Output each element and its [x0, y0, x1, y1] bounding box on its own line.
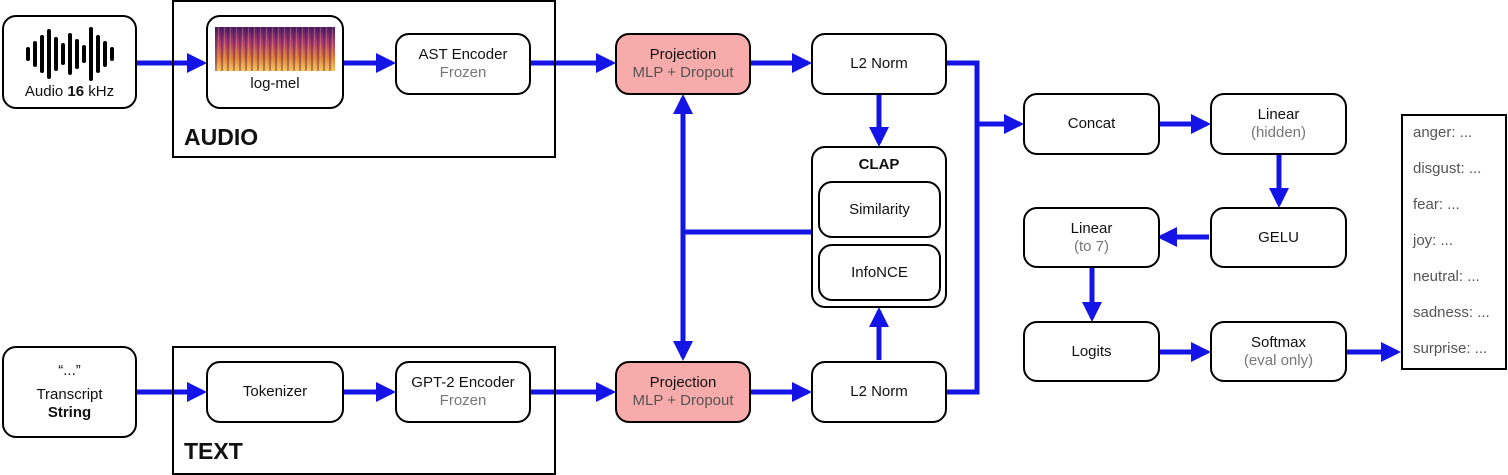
audio-group-label: AUDIO: [184, 124, 259, 150]
spectrogram-image: [215, 27, 335, 71]
similarity-label: Similarity: [849, 200, 910, 218]
text-input-node: “...” Transcript String: [2, 346, 137, 438]
waveform-icon: [25, 27, 114, 81]
output-item-disgust: disgust: ...: [1413, 160, 1482, 177]
output-item-neutral: neutral: ...: [1413, 268, 1480, 285]
ast-encoder-title: AST Encoder: [418, 46, 508, 63]
l2norm-audio-label: L2 Norm: [850, 55, 908, 72]
output-item-fear: fear: ...: [1413, 196, 1460, 213]
logmel-node: log-mel: [206, 15, 344, 109]
text-group-label: TEXT: [184, 438, 243, 464]
audio-input-label: Audio 16 kHz: [24, 83, 115, 100]
similarity-node: Similarity: [818, 181, 941, 238]
audio-input-node: Audio 16 kHz: [2, 15, 137, 109]
logits-label: Logits: [1071, 342, 1112, 360]
output-item-sadness: sadness: ...: [1413, 304, 1490, 321]
linear-out-sub: (to 7): [1073, 237, 1109, 255]
output-item-surprise: surprise: ...: [1413, 340, 1488, 357]
ast-encoder-sub: Frozen: [439, 64, 487, 81]
projection-audio-title: Projection: [649, 46, 717, 63]
text-input-line1: Transcript: [36, 386, 103, 403]
wire-l2norm-text-to-concat: [947, 124, 980, 395]
gpt2-encoder-sub: Frozen: [439, 392, 487, 409]
infonce-label: InfoNCE: [851, 263, 908, 281]
linear-out-title: Linear: [1070, 219, 1113, 237]
l2norm-audio-node: L2 Norm: [811, 33, 947, 95]
softmax-node: Softmax (eval only): [1210, 321, 1347, 382]
tokenizer-label: Tokenizer: [242, 383, 308, 400]
linear-hidden-sub: (hidden): [1250, 124, 1307, 141]
ast-encoder-node: AST Encoder Frozen: [395, 33, 531, 95]
concat-node: Concat: [1023, 93, 1160, 155]
wire-l2norm-audio-to-concat: [947, 60, 980, 124]
text-input-quote: “...”: [58, 362, 81, 379]
gelu-label: GELU: [1258, 228, 1299, 246]
softmax-title: Softmax: [1250, 333, 1307, 351]
projection-audio-node: Projection MLP + Dropout: [615, 33, 751, 95]
text-input-line2: String: [47, 404, 92, 421]
gelu-node: GELU: [1210, 207, 1347, 268]
projection-text-title: Projection: [649, 374, 717, 391]
output-list: anger: ... disgust: ... fear: ... joy: .…: [1401, 114, 1507, 370]
linear-hidden-title: Linear: [1257, 106, 1300, 123]
gpt2-encoder-title: GPT-2 Encoder: [411, 374, 515, 391]
audio-group-frame: [172, 0, 556, 158]
l2norm-text-node: L2 Norm: [811, 361, 947, 423]
linear-hidden-node: Linear (hidden): [1210, 93, 1347, 155]
linear-out-node: Linear (to 7): [1023, 207, 1160, 268]
l2norm-text-label: L2 Norm: [850, 383, 908, 400]
projection-audio-sub: MLP + Dropout: [632, 64, 734, 81]
concat-label: Concat: [1067, 115, 1116, 132]
text-group-frame: [172, 346, 556, 475]
output-item-joy: joy: ...: [1413, 232, 1454, 249]
logits-node: Logits: [1023, 321, 1160, 382]
clap-title: CLAP: [858, 156, 900, 173]
gpt2-encoder-node: GPT-2 Encoder Frozen: [395, 361, 531, 423]
output-item-anger: anger: ...: [1413, 124, 1473, 141]
softmax-sub: (eval only): [1243, 351, 1314, 369]
projection-text-node: Projection MLP + Dropout: [615, 361, 751, 423]
logmel-label: log-mel: [250, 75, 300, 92]
tokenizer-node: Tokenizer: [206, 361, 344, 423]
projection-text-sub: MLP + Dropout: [632, 392, 734, 409]
infonce-node: InfoNCE: [818, 244, 941, 301]
